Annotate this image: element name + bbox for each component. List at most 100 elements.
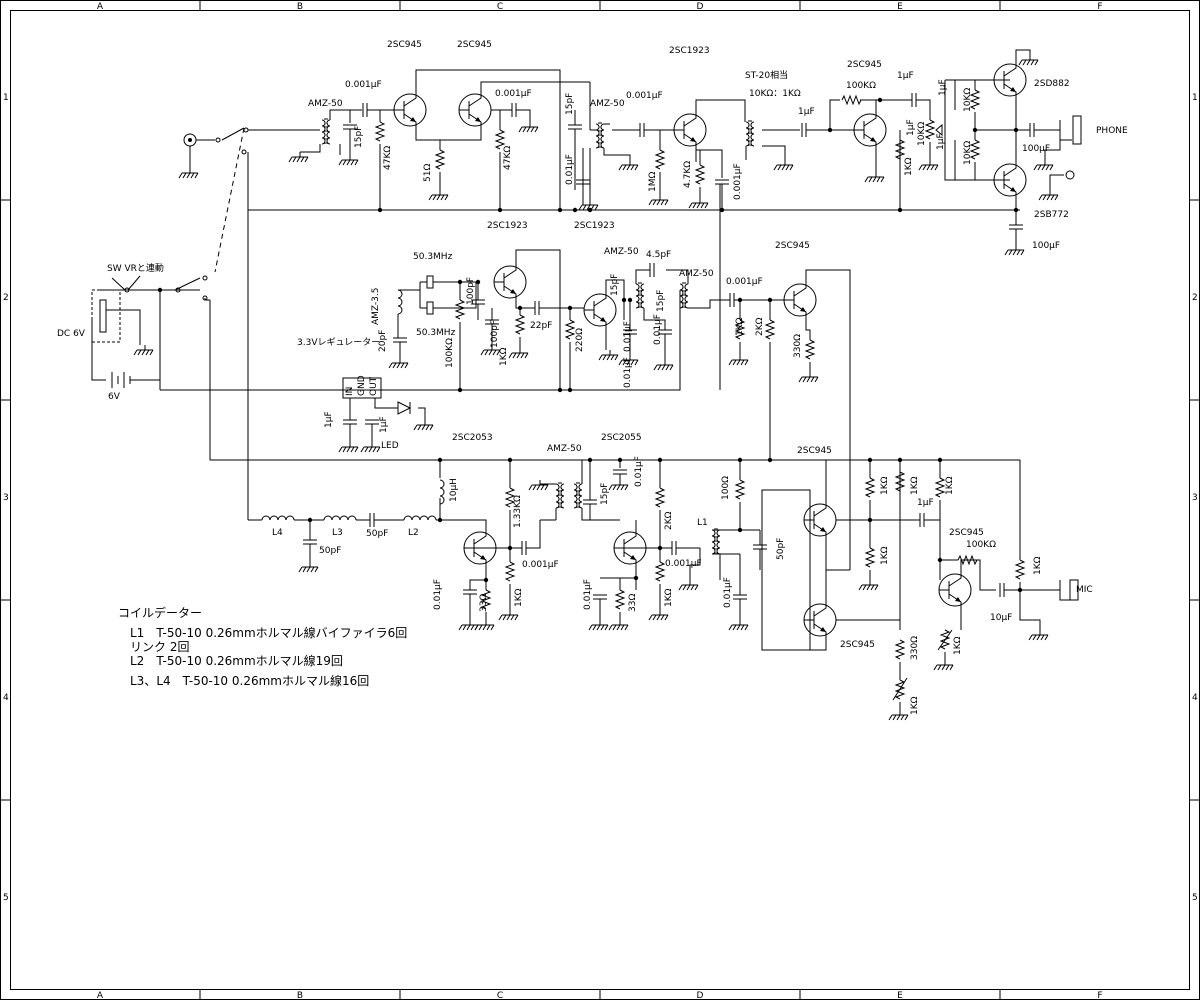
- value: 1KΩ: [664, 588, 674, 607]
- value: 1KΩ: [910, 476, 920, 495]
- value: 1µF: [324, 411, 334, 428]
- label-t6: 2SB772: [1034, 210, 1069, 220]
- label-reg: 3.3Vレギュレーター: [297, 337, 380, 348]
- value: 4.7KΩ: [683, 161, 693, 188]
- label-t5: 2SD882: [1034, 79, 1070, 89]
- coil-data-line: L2 T-50-10 0.26mmホルマル線19回: [130, 653, 343, 668]
- value: 1KΩ: [499, 347, 509, 366]
- value: 220Ω: [575, 328, 585, 352]
- label-t4: 2SC945: [847, 60, 882, 70]
- value: 1KΩ: [953, 636, 963, 655]
- row-labels-left: 1 2 3 4 5: [3, 93, 9, 903]
- value: 0.001µF: [522, 560, 559, 570]
- value: 100pF: [466, 277, 476, 305]
- value: 0.001µF: [345, 80, 382, 90]
- value: 33Ω: [479, 594, 489, 612]
- value: 15pF: [656, 290, 666, 312]
- tx-lowpass: [261, 460, 445, 573]
- label-batt: 6V: [108, 392, 121, 402]
- value: 0.001µF: [726, 277, 763, 287]
- value: 330Ω: [793, 334, 803, 358]
- value: 0.01µF: [623, 357, 633, 388]
- coil-data-line: L1 T-50-10 0.26mmホルマル線バイファイラ6回: [130, 625, 407, 640]
- value: 0.01µF: [583, 579, 593, 610]
- label-l4: L4: [272, 528, 283, 538]
- value: 10µH: [449, 478, 459, 502]
- value: 100KΩ: [966, 540, 996, 550]
- rx-filter-stage: [567, 82, 746, 390]
- value: 51Ω: [423, 164, 433, 182]
- value: 2KΩ: [755, 317, 765, 336]
- tx-driver: [528, 460, 700, 631]
- power-section: [91, 275, 210, 388]
- value: 10KΩ: [963, 141, 973, 165]
- label-dc6v: DC 6V: [57, 329, 86, 339]
- output-stage: [944, 49, 1082, 256]
- row-5: 5: [3, 893, 9, 903]
- value: 100KΩ: [846, 81, 876, 91]
- value: 0.001µF: [626, 91, 663, 101]
- value: 0.01µF: [723, 577, 733, 608]
- value: 10µF: [990, 613, 1012, 623]
- row-4: 4: [1192, 693, 1198, 703]
- value: 0.01µF: [433, 579, 443, 610]
- label-amz50-5: AMZ-50: [547, 444, 582, 454]
- label-sw: SW VRと連動: [107, 262, 164, 274]
- label-amz50-3: AMZ-50: [604, 247, 639, 257]
- value: 0.01µF: [565, 154, 575, 185]
- junction-dots: [157, 97, 1023, 593]
- column-labels-bottom: A B C D E F: [97, 991, 1103, 1000]
- tx-l1-tank: [678, 460, 768, 631]
- value: 0.01µF: [623, 321, 633, 352]
- tx-mixer: [761, 460, 925, 721]
- label-l2: L2: [408, 528, 419, 538]
- value: 4.5pF: [646, 250, 671, 260]
- value: 100µF: [1032, 241, 1060, 251]
- row-labels-right: 1 2 3 4 5: [1192, 93, 1198, 903]
- col-a: A: [97, 2, 104, 12]
- value: 1µF: [906, 119, 916, 136]
- col-b: B: [297, 2, 303, 12]
- col-e: E: [897, 991, 903, 1000]
- column-labels-top: A B C D E F: [97, 2, 1103, 12]
- value: 1KΩ: [880, 546, 890, 565]
- row-3: 3: [3, 493, 9, 503]
- label-mic: MIC: [1076, 585, 1093, 595]
- col-f: F: [1097, 991, 1102, 1000]
- value: 15pF: [610, 274, 620, 296]
- value: 1µF: [938, 79, 948, 96]
- label-t13: 2SC945: [840, 640, 875, 650]
- rf-amp-stage: [288, 69, 590, 210]
- label-st20: ST-20相当: [745, 69, 788, 81]
- value: 22pF: [530, 321, 552, 331]
- value: 1KΩ: [945, 476, 955, 495]
- label-amz50-2: AMZ-50: [590, 99, 625, 109]
- row-3: 3: [1192, 493, 1198, 503]
- label-amz35: AMZ-3.5: [371, 288, 381, 326]
- coil-data-title: コイルデーター: [118, 605, 202, 620]
- row-2: 2: [3, 293, 9, 303]
- label-t11: 2SC2055: [601, 433, 642, 443]
- value: 15pF: [600, 483, 610, 505]
- value: 0.001µF: [495, 89, 532, 99]
- value: 0.01µF: [653, 314, 663, 345]
- regulator-section: [338, 290, 681, 453]
- value: 100KΩ: [445, 338, 455, 368]
- value: 10KΩ: [963, 88, 973, 112]
- component-labels: AMZ-50 AMZ-50 AMZ-50 AMZ-50 AMZ-50 AMZ-3…: [57, 69, 1128, 595]
- value: 330Ω: [910, 636, 920, 660]
- label-t14: 2SC945: [949, 528, 984, 538]
- value: 1KΩ: [1033, 556, 1043, 575]
- antenna-section: [178, 127, 320, 273]
- value: 1µF: [379, 416, 389, 433]
- label-t2: 2SC945: [457, 40, 492, 50]
- value: 1µF: [917, 498, 934, 508]
- value: 47KΩ: [503, 146, 513, 170]
- value: 1MΩ: [648, 172, 658, 192]
- col-e: E: [897, 2, 903, 12]
- value: 100Ω: [721, 476, 731, 500]
- label-t8: 2SC1923: [574, 221, 615, 231]
- col-d: D: [697, 991, 704, 1000]
- col-a: A: [97, 991, 104, 1000]
